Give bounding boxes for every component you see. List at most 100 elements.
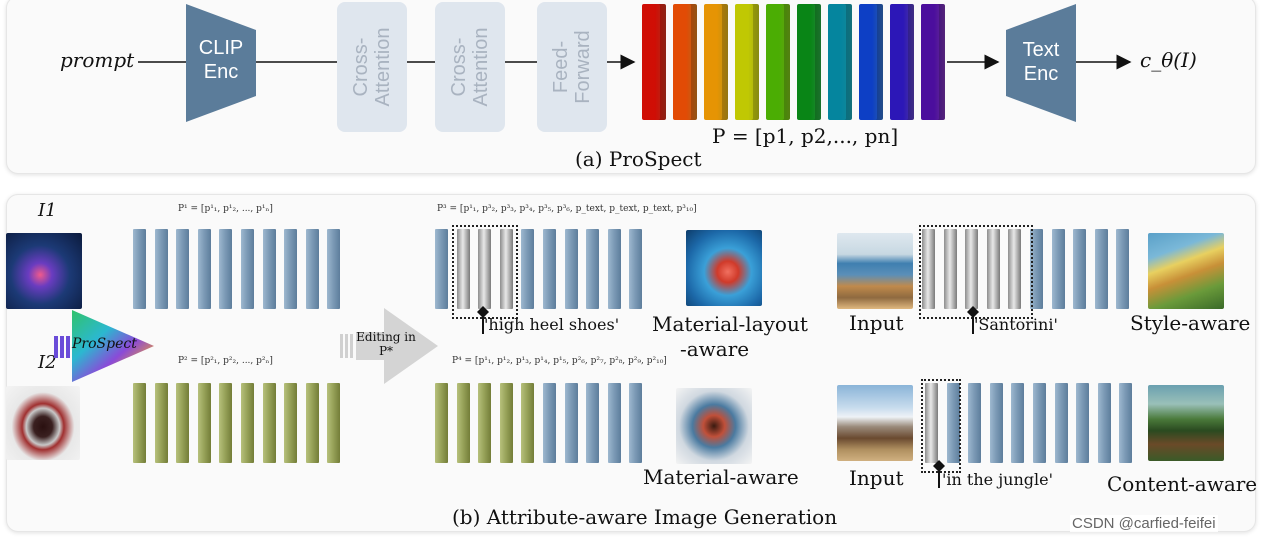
style-token-4 bbox=[986, 229, 1000, 309]
editing-arrow bbox=[340, 308, 438, 384]
p2-token-9 bbox=[305, 383, 319, 463]
input-label-2: Input bbox=[849, 466, 904, 490]
input-image-landscape bbox=[837, 233, 913, 309]
p4-token-4 bbox=[499, 383, 513, 463]
p4-token-10 bbox=[629, 383, 643, 463]
style-token-8 bbox=[1073, 229, 1087, 309]
feed-forward-label: Feed-Forward bbox=[550, 30, 594, 104]
p2-token-4 bbox=[197, 383, 211, 463]
p1-token-3 bbox=[176, 229, 190, 309]
cross-attention-label-2: Cross-Attention bbox=[448, 27, 492, 107]
content-edit-box bbox=[921, 379, 961, 473]
p2-formula: P² = [p²₁, p²₂, ..., p²ₙ] bbox=[178, 356, 273, 366]
material-layout-label-1: Material-layout bbox=[652, 312, 808, 336]
p2-token-2 bbox=[154, 383, 168, 463]
i2-label: I2 bbox=[38, 352, 57, 373]
p3-formula: P³ = [p¹₁, p³₂, p³₃, p³₄, p³₅, p³₆, p_te… bbox=[437, 204, 697, 214]
p2-token-10 bbox=[327, 383, 341, 463]
p3-token-2 bbox=[456, 229, 470, 309]
editing-label: Editing in P* bbox=[356, 330, 416, 358]
clip-enc-shape bbox=[186, 4, 256, 122]
p4-token-1 bbox=[435, 383, 448, 463]
content-pointer bbox=[933, 460, 945, 488]
prospect-arrow-label: ProSpect bbox=[72, 336, 137, 352]
style-edit-box bbox=[919, 225, 1033, 319]
prompt-token-pillar-4 bbox=[735, 4, 759, 120]
content-token-8 bbox=[1076, 383, 1090, 463]
p1-token-4 bbox=[197, 229, 211, 309]
p3-edit-box bbox=[452, 225, 518, 319]
p4-token-9 bbox=[607, 383, 621, 463]
p4-formula: P⁴ = [p¹₁, p¹₂, p¹₃, p¹₄, p¹₅, p²₆, p²₇,… bbox=[452, 356, 667, 366]
watermark: CSDN @carfied-feifei bbox=[1070, 515, 1218, 532]
prompt-token-pillar-8 bbox=[859, 4, 883, 120]
material-layout-label-2: -aware bbox=[680, 337, 750, 361]
prompt-token-pillar-1 bbox=[642, 4, 666, 120]
prompt-token-pillar-9 bbox=[890, 4, 914, 120]
p3-pointer bbox=[477, 306, 489, 334]
p2-token-5 bbox=[219, 383, 233, 463]
style-token-9 bbox=[1094, 229, 1108, 309]
p1-token-5 bbox=[219, 229, 233, 309]
prospect-arrow bbox=[54, 310, 154, 382]
style-token-6 bbox=[1030, 229, 1043, 309]
input-label-1: Input bbox=[849, 311, 904, 335]
content-token-9 bbox=[1097, 383, 1111, 463]
input-image-barn bbox=[837, 385, 913, 461]
text-enc-shape bbox=[1006, 4, 1076, 122]
prompt-token-pillar-10 bbox=[921, 4, 945, 120]
caption-a: (a) ProSpect bbox=[575, 147, 702, 171]
style-token-10 bbox=[1116, 229, 1130, 309]
content-token-1 bbox=[925, 383, 938, 463]
output-image-material-cup bbox=[676, 388, 752, 464]
output-image-shoes bbox=[686, 230, 762, 306]
p3-token-6 bbox=[543, 229, 556, 309]
p3-token-10 bbox=[629, 229, 643, 309]
i1-label: I1 bbox=[38, 200, 57, 221]
prompt-token-pillar-6 bbox=[797, 4, 821, 120]
p4-token-6 bbox=[543, 383, 556, 463]
p1-token-8 bbox=[284, 229, 298, 309]
p1-token-7 bbox=[262, 229, 276, 309]
prompt-token-pillar-2 bbox=[673, 4, 697, 120]
p3-token-3 bbox=[478, 229, 492, 309]
jungle-prompt: 'in the jungle' bbox=[942, 470, 1053, 489]
feed-forward-block: Feed-Forward bbox=[537, 2, 607, 132]
cross-attention-label-1: Cross-Attention bbox=[350, 27, 394, 107]
clip-enc-label: CLIP Enc bbox=[198, 37, 244, 83]
content-token-4 bbox=[989, 383, 1003, 463]
style-token-1 bbox=[922, 229, 935, 309]
content-aware-label: Content-aware bbox=[1107, 472, 1258, 496]
input-image-cube bbox=[6, 233, 82, 309]
p1-token-6 bbox=[241, 229, 254, 309]
style-token-2 bbox=[943, 229, 957, 309]
p3-token-8 bbox=[586, 229, 600, 309]
p3-token-1 bbox=[435, 229, 448, 309]
prompt-token-pillar-7 bbox=[828, 4, 852, 120]
text-enc-label: Text Enc bbox=[1022, 39, 1060, 85]
p2-token-3 bbox=[176, 383, 190, 463]
style-pointer bbox=[967, 306, 979, 334]
output-image-jungle-barn bbox=[1148, 385, 1224, 461]
output-image-santorini bbox=[1148, 233, 1224, 309]
p3-token-5 bbox=[521, 229, 535, 309]
high-heel-prompt: 'high heel shoes' bbox=[484, 315, 620, 334]
p1-formula: P¹ = [p¹₁, p¹₂, ..., p¹ₙ] bbox=[178, 204, 273, 214]
p4-token-5 bbox=[521, 383, 535, 463]
santorini-prompt: 'Santorini' bbox=[974, 315, 1058, 334]
material-aware-label: Material-aware bbox=[643, 465, 799, 489]
prompt-label: prompt bbox=[60, 48, 135, 72]
p3-token-7 bbox=[564, 229, 578, 309]
content-token-5 bbox=[1011, 383, 1025, 463]
input-image-cup bbox=[6, 386, 80, 460]
content-token-10 bbox=[1119, 383, 1133, 463]
style-token-3 bbox=[965, 229, 979, 309]
p3-token-9 bbox=[607, 229, 621, 309]
p4-token-2 bbox=[456, 383, 470, 463]
cross-attention-block-1: Cross-Attention bbox=[337, 2, 407, 132]
prompt-token-pillar-5 bbox=[766, 4, 790, 120]
p1-token-9 bbox=[305, 229, 319, 309]
content-token-2 bbox=[946, 383, 960, 463]
cross-attention-block-2: Cross-Attention bbox=[435, 2, 505, 132]
content-token-7 bbox=[1054, 383, 1068, 463]
